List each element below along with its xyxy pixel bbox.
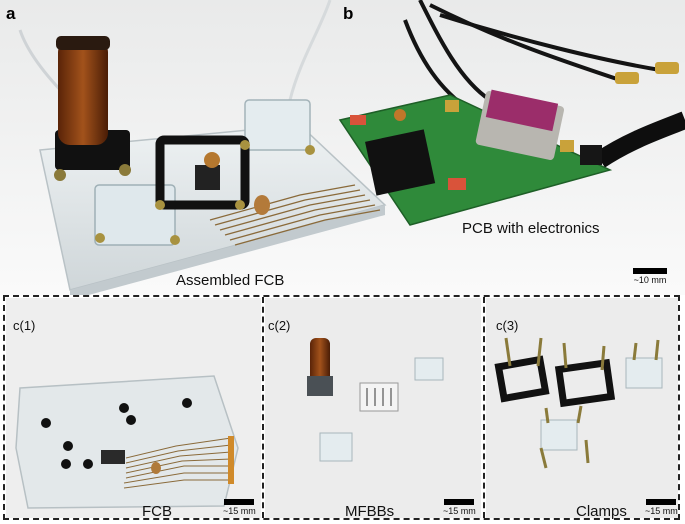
panel-c2-scalebar: ~15 mm bbox=[443, 499, 476, 516]
sma-connector bbox=[655, 62, 679, 74]
amber-vial bbox=[58, 40, 108, 145]
fcb-drawing bbox=[6, 298, 261, 518]
panel-c-frame bbox=[3, 295, 680, 520]
scalebar-line bbox=[224, 499, 255, 505]
panel-c1-label: c(1) bbox=[13, 318, 36, 333]
cable bbox=[439, 13, 661, 72]
power-cable bbox=[595, 111, 685, 168]
tube-line bbox=[288, 0, 332, 101]
panel-a-caption: Assembled FCB bbox=[176, 272, 285, 289]
panel-c3-photo bbox=[486, 298, 678, 518]
pin-header bbox=[365, 129, 436, 196]
scalebar-label: ~15 mm bbox=[223, 506, 256, 516]
panel-c3-label: c(3) bbox=[496, 318, 519, 333]
panel-b-scalebar: ~10 mm bbox=[633, 268, 667, 285]
top-photo-drawing bbox=[0, 0, 685, 295]
panel-c2-photo bbox=[265, 298, 481, 518]
panel-c3-caption: Clamps bbox=[576, 503, 627, 520]
mfbbs-drawing bbox=[265, 298, 481, 518]
panel-b-letter: b bbox=[343, 4, 354, 23]
panel-c-divider bbox=[483, 297, 485, 518]
panel-c-divider bbox=[262, 297, 264, 518]
scalebar-label: ~15 mm bbox=[443, 506, 476, 516]
assembled-fcb-photo bbox=[39, 36, 387, 295]
cable bbox=[429, 3, 621, 82]
panel-b-caption: PCB with electronics bbox=[462, 220, 600, 237]
black-clamp bbox=[155, 135, 250, 210]
sma-connector bbox=[615, 72, 639, 84]
panel-c2-label: c(2) bbox=[268, 318, 291, 333]
scalebar-line bbox=[444, 499, 475, 505]
acrylic-block bbox=[244, 99, 311, 151]
clamps-drawing bbox=[486, 298, 678, 518]
panel-c1-caption: FCB bbox=[142, 503, 172, 520]
scalebar-line bbox=[646, 499, 677, 505]
pcb-photo bbox=[338, 89, 613, 226]
panel-a-letter: a bbox=[6, 4, 16, 23]
panel-c1-scalebar: ~15 mm bbox=[223, 499, 256, 516]
top-photo bbox=[0, 0, 685, 295]
acrylic-block bbox=[94, 184, 176, 246]
scalebar-label: ~15 mm bbox=[645, 506, 678, 516]
panel-c2-caption: MFBBs bbox=[345, 503, 395, 520]
cable bbox=[418, 0, 492, 102]
panel-c3-scalebar: ~15 mm bbox=[645, 499, 678, 516]
scalebar-label: ~10 mm bbox=[633, 275, 667, 285]
scalebar-line bbox=[633, 268, 667, 274]
panel-c1-photo bbox=[6, 298, 261, 518]
